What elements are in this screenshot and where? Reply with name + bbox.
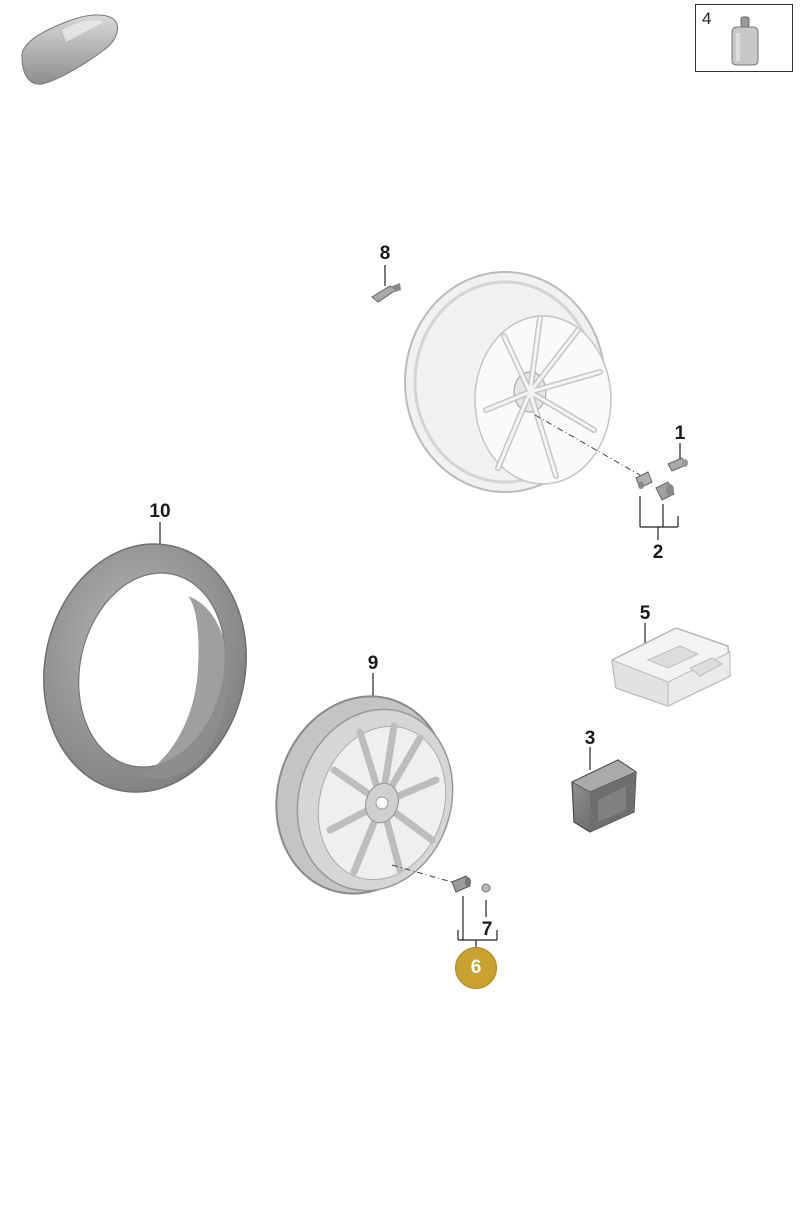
part-3-repair-kit[interactable] <box>570 747 638 833</box>
alloy-wheel[interactable] <box>404 271 612 493</box>
part-9-spare-wheel[interactable] <box>251 673 476 916</box>
callout-2[interactable]: 2 <box>652 542 664 563</box>
callout-8[interactable]: 8 <box>379 243 391 264</box>
callout-9[interactable]: 9 <box>367 653 379 674</box>
callout-6-selected-badge[interactable]: 6 <box>455 947 497 989</box>
callout-7[interactable]: 7 <box>481 919 493 940</box>
liquid-bottle-icon <box>731 16 759 66</box>
callout-5[interactable]: 5 <box>639 603 651 624</box>
callout-10[interactable]: 10 <box>149 501 171 522</box>
car-silhouette-icon[interactable] <box>21 14 119 85</box>
part-4-inset[interactable]: 4 <box>695 4 793 72</box>
part-7-valve[interactable] <box>451 875 498 948</box>
callout-1[interactable]: 1 <box>674 423 686 444</box>
part-2-valve-set[interactable] <box>635 471 679 540</box>
part-5-foam-insert[interactable] <box>611 623 731 707</box>
part-8-bolt[interactable] <box>371 265 401 303</box>
part-1-valve-core[interactable] <box>667 443 688 472</box>
callout-4: 4 <box>702 9 712 28</box>
part-10-tire[interactable] <box>21 522 269 811</box>
callout-3[interactable]: 3 <box>584 728 596 749</box>
